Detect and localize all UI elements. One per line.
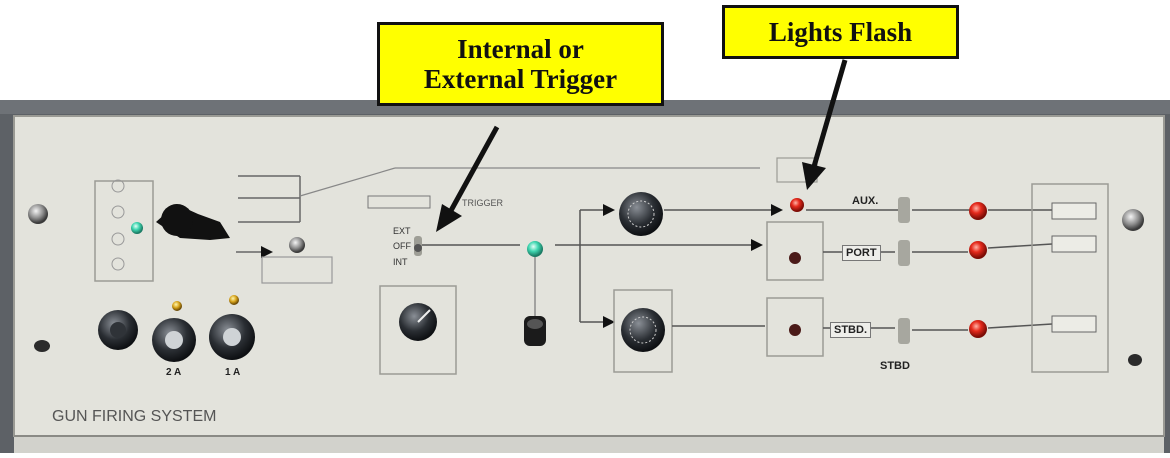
stbd-toggle[interactable] xyxy=(898,318,910,344)
meter-right-label: 1 A xyxy=(225,367,241,378)
mode-off-label: OFF xyxy=(393,241,411,251)
lights-callout-text: Lights Flash xyxy=(768,16,913,47)
stbd-current-lamp xyxy=(969,320,987,338)
meter-left-label: 2 A xyxy=(166,367,182,378)
stbd-tag: STBD. xyxy=(830,322,871,338)
port-circuit-lamp xyxy=(789,252,801,264)
trigger-output-lamp xyxy=(131,222,143,234)
trigger-outputs-box xyxy=(94,180,154,282)
screw-right xyxy=(1122,209,1144,231)
trigger-callout-arrow xyxy=(445,125,500,218)
stbd-below-label: STBD xyxy=(880,360,910,372)
trigger-label: TRIGGER xyxy=(462,198,504,208)
mode-int-label: INT xyxy=(393,257,408,267)
meter-right-lamp xyxy=(229,295,239,305)
aux-toggle[interactable] xyxy=(898,197,910,223)
panel-face xyxy=(14,116,1164,436)
port-tag: PORT xyxy=(842,245,881,261)
trigger-callout-line2: External Trigger xyxy=(423,64,618,94)
ready-lamp xyxy=(527,241,543,257)
aux-label: AUX. xyxy=(852,195,879,207)
port-toggle[interactable] xyxy=(898,240,910,266)
stbd-sync-dial[interactable] xyxy=(621,308,665,352)
meter-left-lamp xyxy=(172,301,182,311)
stbd-circuit-lamp xyxy=(789,324,801,336)
lights-callout-arrow xyxy=(810,59,848,171)
aux-current-lamp xyxy=(969,202,987,220)
aux-sync-dial[interactable] xyxy=(619,192,663,236)
screw-left xyxy=(28,204,48,224)
lights-callout: Lights Flash xyxy=(722,5,959,59)
system-name-label: GUN FIRING SYSTEM xyxy=(52,408,217,425)
trigger-callout: Internal or External Trigger xyxy=(377,22,664,106)
trigger-callout-line1: Internal or xyxy=(457,33,584,64)
slave-input-jack[interactable] xyxy=(289,237,305,253)
aux-circuit-lamp xyxy=(790,198,804,212)
port-current-lamp xyxy=(969,241,987,259)
mode-ext-label: EXT xyxy=(393,226,411,236)
